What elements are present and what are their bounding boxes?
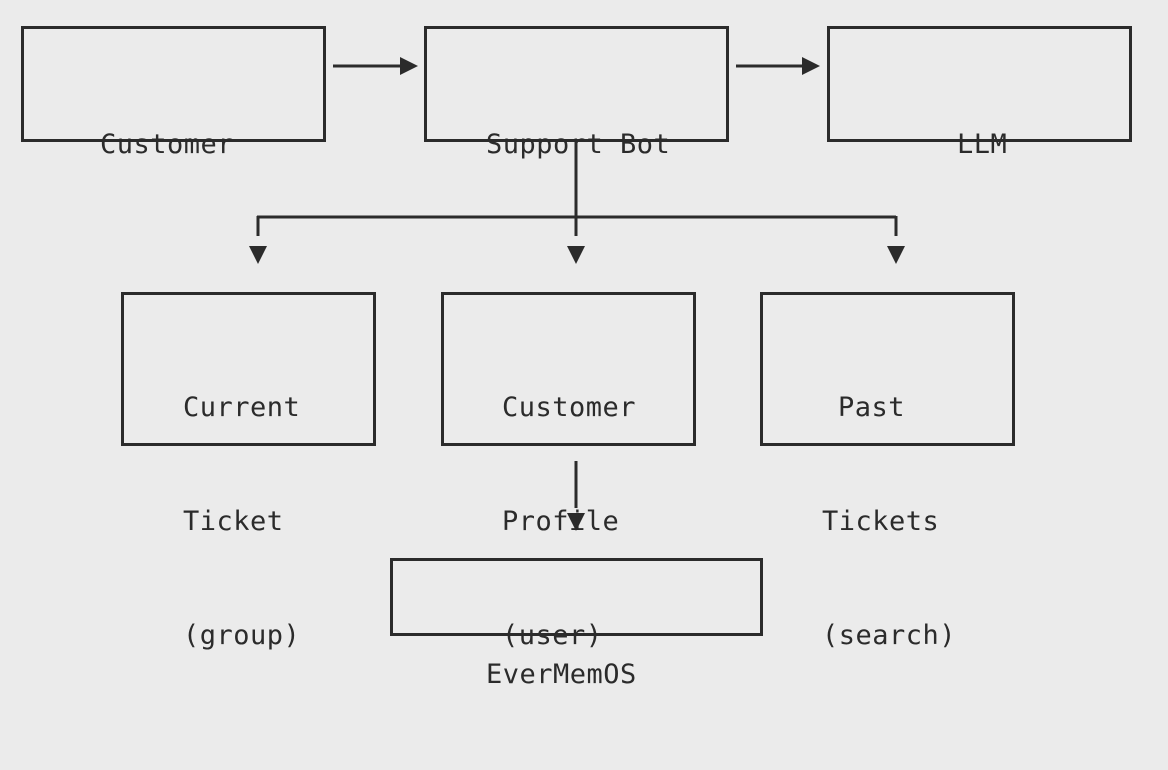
customer-profile-node: Customer Profile (user) [441, 292, 696, 651]
arrow-customer-profile-to-evermemos [567, 461, 585, 531]
customer-profile-line-2: Profile [502, 506, 620, 537]
past-tickets-line-1: Past [838, 392, 906, 423]
past-tickets-line-3: (search) [822, 620, 957, 651]
past-tickets-line-2: Tickets [822, 506, 940, 537]
current-ticket-node: Current Ticket (group) [121, 292, 376, 651]
current-ticket-line-3: (group) [183, 620, 301, 651]
customer-node: Customer [21, 26, 326, 160]
llm-label: LLM [957, 129, 1008, 160]
arrowhead-to-past-tickets [887, 246, 905, 264]
evermemos-node: EverMemOS [390, 558, 763, 690]
current-ticket-line-2: Ticket [183, 506, 284, 537]
evermemos-label: EverMemOS [486, 659, 637, 690]
customer-label: Customer [100, 129, 235, 160]
support-bot-node: Support Bot [424, 26, 729, 160]
arrowhead-to-customer-profile [567, 246, 585, 264]
llm-node: LLM [827, 26, 1132, 160]
arrow-support-bot-to-llm [736, 57, 820, 75]
architecture-diagram: Customer Support Bot LLM Current Ticket … [21, 26, 1132, 690]
customer-profile-line-1: Customer [502, 392, 637, 423]
arrowhead-to-current-ticket [249, 246, 267, 264]
arrow-support-bot-fanout [249, 142, 905, 264]
arrow-customer-to-support-bot [333, 57, 418, 75]
connector-layer [249, 57, 905, 531]
support-bot-label: Support Bot [486, 129, 671, 160]
current-ticket-line-1: Current [183, 392, 301, 423]
past-tickets-node: Past Tickets (search) [760, 292, 1015, 651]
